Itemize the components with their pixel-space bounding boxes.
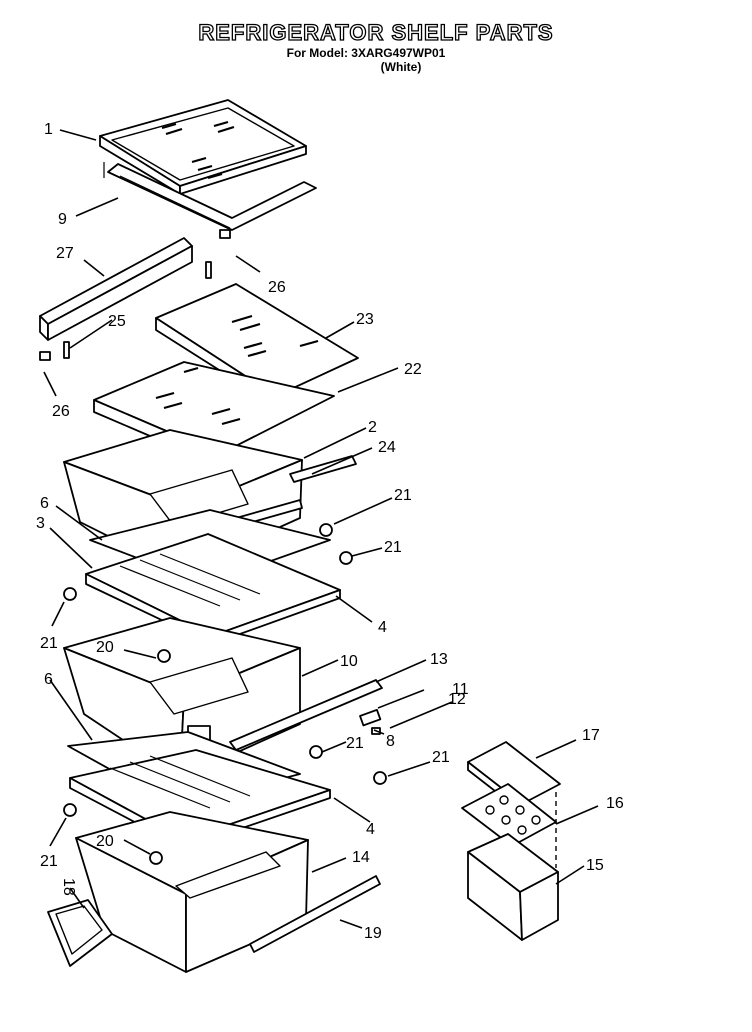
part-15-storage-bin <box>467 833 559 941</box>
callout-21: 21 <box>40 635 58 652</box>
part-6-4-shelf-set-lower <box>67 731 331 849</box>
callout-4: 4 <box>366 821 375 838</box>
callout-15: 15 <box>586 857 604 874</box>
part-6-3-4-shelf-set-upper <box>85 509 341 645</box>
part-9-shelf-frame <box>103 162 317 231</box>
part-27-rail <box>39 237 193 341</box>
callout-21: 21 <box>384 539 402 556</box>
callout-25: 25 <box>108 313 126 330</box>
callout-11: 11 <box>452 681 469 698</box>
callout-18: 18 <box>60 878 77 896</box>
callout-6: 6 <box>44 671 53 688</box>
leader-lines <box>43 129 599 929</box>
callout-19: 19 <box>364 925 382 942</box>
part-13-rail <box>229 679 383 751</box>
callout-14: 14 <box>352 849 370 866</box>
callout-10: 10 <box>340 653 358 670</box>
callout-6: 6 <box>40 495 49 512</box>
part-25-26-hardware <box>39 229 231 361</box>
callout-22: 22 <box>404 361 422 378</box>
part-1-glass-shelf <box>99 99 307 195</box>
callout-23: 23 <box>356 311 374 328</box>
callout-16: 16 <box>606 795 624 812</box>
callout-12: 12 <box>448 691 466 708</box>
clip-fasteners <box>63 523 387 865</box>
callout-26: 26 <box>52 403 70 420</box>
page-title: REFRIGERATOR SHELF PARTS <box>198 19 554 45</box>
callout-17: 17 <box>582 727 600 744</box>
callout-9: 9 <box>58 211 67 228</box>
callout-21: 21 <box>394 487 412 504</box>
callout-2: 2 <box>368 419 377 436</box>
callout-21: 21 <box>432 749 450 766</box>
callout-24: 24 <box>378 439 396 456</box>
callout-21: 21 <box>346 735 364 752</box>
color-variant: (White) <box>380 60 422 74</box>
callout-20: 20 <box>96 639 114 656</box>
part-18-label <box>47 899 113 967</box>
callout-labels: 1 9 27 26 25 26 23 22 2 24 6 21 3 21 21 … <box>36 121 624 942</box>
header: REFRIGERATOR SHELF PARTS For Model: 3XAR… <box>0 19 752 74</box>
callout-4: 4 <box>378 619 387 636</box>
part-14-bottom-drawer <box>75 811 309 973</box>
callout-1: 1 <box>44 121 53 138</box>
callout-21: 21 <box>40 853 58 870</box>
callout-20: 20 <box>96 833 114 850</box>
callout-13: 13 <box>430 651 448 668</box>
callout-3: 3 <box>36 515 45 532</box>
model-number: For Model: 3XARG497WP01 <box>286 46 446 60</box>
callout-8: 8 <box>386 733 395 750</box>
part-19-strip <box>249 875 381 953</box>
callout-27: 27 <box>56 245 74 262</box>
callout-26: 26 <box>268 279 286 296</box>
part-11-12-8-bracket <box>359 708 382 735</box>
